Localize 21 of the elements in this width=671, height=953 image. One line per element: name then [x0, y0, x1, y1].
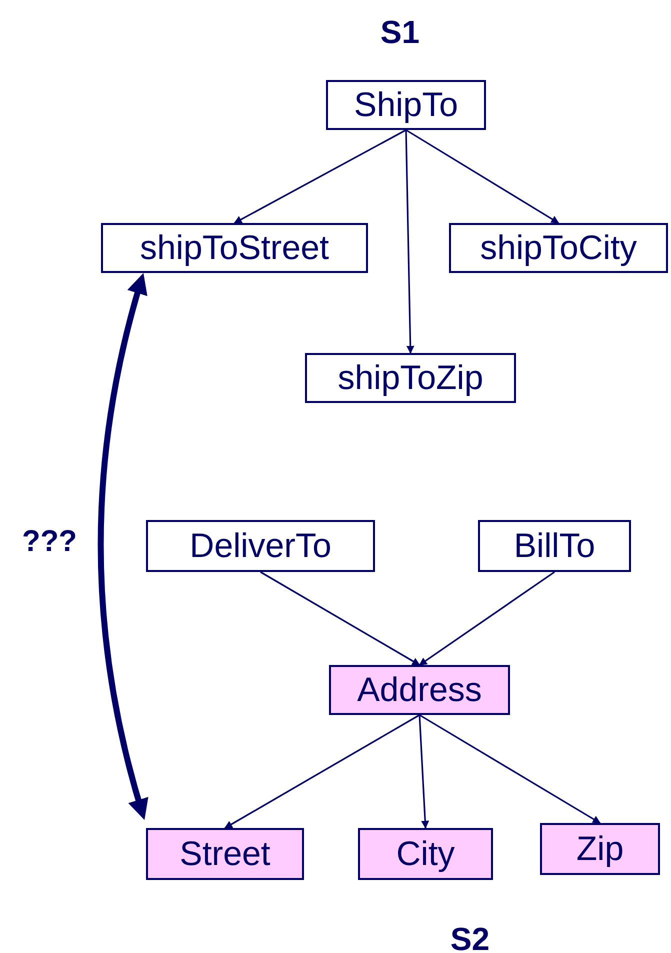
arrow — [405, 130, 414, 354]
element-box: DeliverTo — [146, 520, 375, 572]
arrow — [234, 129, 406, 224]
arrow — [418, 571, 555, 666]
element-box: shipToStreet — [101, 223, 368, 273]
element-box: ShipTo — [326, 80, 486, 130]
arrow — [419, 714, 601, 824]
schema-label: S2 — [449, 920, 491, 953]
element-box-highlighted: Zip — [540, 823, 660, 875]
arrow — [224, 714, 420, 829]
element-box-highlighted: Street — [146, 828, 304, 880]
schema-label: S1 — [379, 13, 421, 52]
element-box: shipToCity — [449, 223, 668, 273]
arrow — [418, 714, 430, 829]
element-box-highlighted: Address — [329, 665, 510, 715]
arrow — [406, 129, 560, 224]
element-box-highlighted: City — [358, 828, 493, 880]
element-box: BillTo — [478, 520, 631, 572]
element-box: shipToZip — [305, 353, 516, 403]
double-arrow — [98, 272, 149, 820]
arrow — [260, 571, 420, 666]
